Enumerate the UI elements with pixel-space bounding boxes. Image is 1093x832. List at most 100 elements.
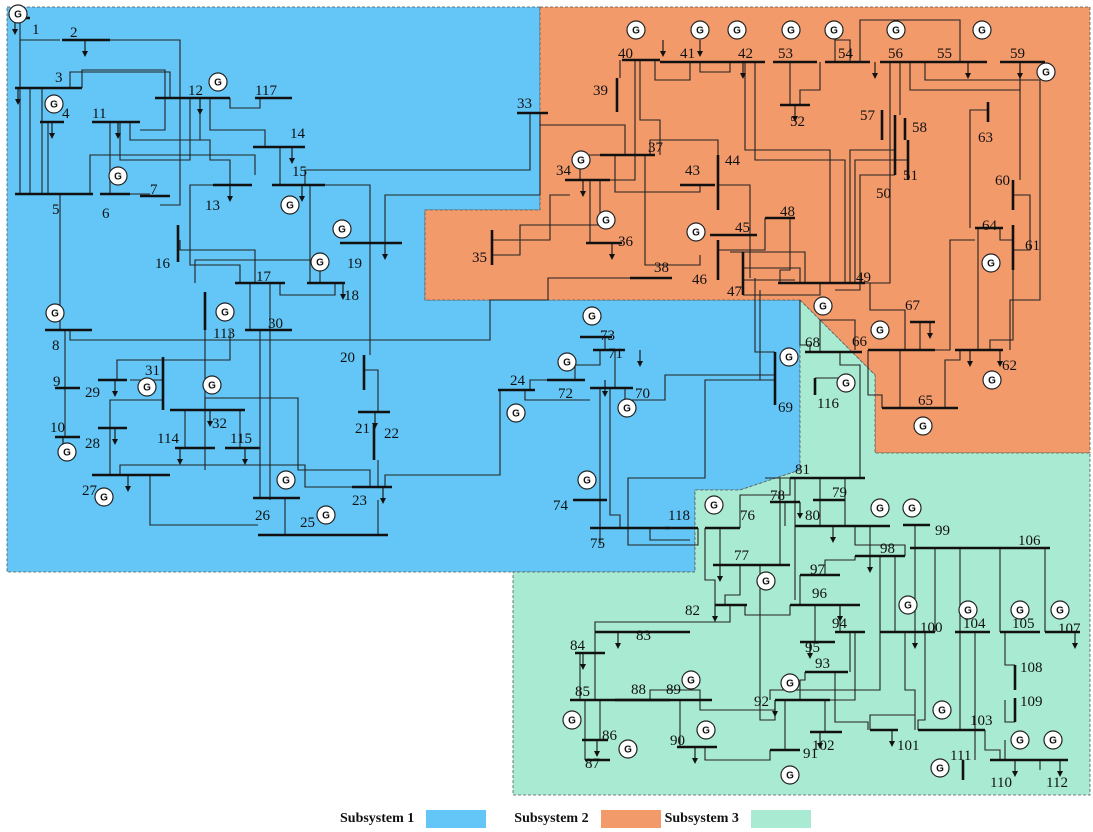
generator-icon: G — [728, 21, 746, 39]
bus-label-117: 117 — [255, 83, 277, 99]
bus-label-93: 93 — [815, 656, 830, 672]
generator-icon: G — [899, 596, 917, 614]
generator-icon: G — [697, 721, 715, 739]
bus-label-50: 50 — [876, 186, 891, 202]
generator-icon: G — [931, 759, 949, 777]
generator-icon: G — [825, 21, 843, 39]
bus-label-80: 80 — [805, 508, 820, 524]
bus-label-90: 90 — [670, 733, 685, 749]
bus-label-35: 35 — [472, 250, 487, 266]
generator-icon: G — [209, 73, 227, 91]
svg-text:G: G — [316, 258, 324, 269]
bus-label-36: 36 — [618, 234, 634, 250]
svg-text:G: G — [100, 493, 108, 504]
bus-label-106: 106 — [1018, 533, 1041, 549]
svg-text:G: G — [786, 679, 794, 690]
bus-label-3: 3 — [55, 70, 63, 86]
bus-label-84: 84 — [570, 638, 586, 654]
svg-text:G: G — [51, 309, 59, 320]
svg-text:G: G — [936, 764, 944, 775]
generator-icon: G — [781, 766, 799, 784]
bus-label-64: 64 — [982, 218, 998, 234]
svg-text:G: G — [842, 379, 850, 390]
svg-text:G: G — [692, 228, 700, 239]
bus-label-112: 112 — [1046, 775, 1068, 791]
generator-icon: G — [627, 21, 645, 39]
generator-icon: G — [216, 303, 234, 321]
bus-label-14: 14 — [290, 126, 306, 142]
svg-text:G: G — [632, 26, 640, 37]
bus-label-39: 39 — [593, 83, 608, 99]
bus-label-44: 44 — [725, 153, 741, 169]
generator-icon: G — [619, 740, 637, 758]
bus-label-30: 30 — [268, 316, 283, 332]
bus-label-86: 86 — [602, 728, 618, 744]
legend-label-3: Subsystem 3 — [665, 811, 739, 827]
generator-icon: G — [563, 711, 581, 729]
bus-label-24: 24 — [510, 373, 526, 389]
bus-label-9: 9 — [53, 374, 61, 390]
generator-icon: G — [982, 254, 1000, 272]
bus-label-73: 73 — [600, 328, 615, 344]
generator-icon: G — [914, 417, 932, 435]
bus-label-104: 104 — [963, 616, 986, 632]
bus-label-62: 62 — [1002, 358, 1017, 374]
bus-label-22: 22 — [384, 426, 399, 442]
generator-icon: G — [687, 223, 705, 241]
bus-label-42: 42 — [738, 46, 753, 62]
generator-icon: G — [983, 371, 1001, 389]
bus-label-57: 57 — [860, 108, 876, 124]
svg-text:G: G — [563, 358, 571, 369]
svg-text:G: G — [577, 156, 585, 167]
bus-label-79: 79 — [832, 485, 847, 501]
bus-label-52: 52 — [790, 114, 805, 130]
bus-label-37: 37 — [648, 140, 664, 156]
svg-text:G: G — [964, 606, 972, 617]
svg-text:G: G — [1016, 736, 1024, 747]
bus-label-109: 109 — [1020, 694, 1043, 710]
bus-label-13: 13 — [205, 198, 220, 214]
bus-label-63: 63 — [978, 130, 993, 146]
svg-text:G: G — [687, 676, 695, 687]
legend: Subsystem 1 Subsystem 2 Subsystem 3 — [340, 808, 811, 830]
generator-icon: G — [757, 572, 775, 590]
svg-text:G: G — [892, 26, 900, 37]
generator-icon: G — [95, 488, 113, 506]
bus-label-89: 89 — [666, 682, 681, 698]
bus-label-88: 88 — [631, 682, 646, 698]
bus-label-69: 69 — [778, 400, 793, 416]
bus-label-74: 74 — [553, 498, 569, 514]
bus-label-38: 38 — [654, 260, 669, 276]
svg-text:G: G — [1056, 606, 1064, 617]
svg-text:G: G — [322, 511, 330, 522]
svg-text:G: G — [786, 771, 794, 782]
generator-icon: G — [1011, 731, 1029, 749]
svg-text:G: G — [876, 504, 884, 515]
legend-swatch-2 — [601, 810, 661, 828]
generator-icon: G — [782, 21, 800, 39]
svg-text:G: G — [338, 225, 346, 236]
generator-icon: G — [837, 374, 855, 392]
generator-icon: G — [9, 5, 27, 23]
bus-label-53: 53 — [778, 46, 793, 62]
bus-label-60: 60 — [995, 173, 1010, 189]
bus-label-67: 67 — [905, 298, 921, 314]
bus-label-94: 94 — [832, 616, 848, 632]
bus-label-65: 65 — [918, 393, 933, 409]
svg-text:G: G — [143, 383, 151, 394]
generator-icon: G — [572, 151, 590, 169]
bus-label-29: 29 — [85, 385, 100, 401]
bus-label-81: 81 — [795, 462, 810, 478]
bus-label-99: 99 — [935, 523, 950, 539]
generator-icon: G — [333, 220, 351, 238]
bus-label-5: 5 — [52, 202, 60, 218]
bus-label-77: 77 — [734, 548, 750, 564]
bus-label-114: 114 — [157, 431, 179, 447]
bus-label-118: 118 — [668, 508, 690, 524]
bus-label-19: 19 — [347, 256, 362, 272]
svg-text:G: G — [602, 216, 610, 227]
generator-icon: G — [705, 496, 723, 514]
bus-label-101: 101 — [897, 738, 920, 754]
generator-icon: G — [933, 701, 951, 719]
svg-text:G: G — [830, 26, 838, 37]
